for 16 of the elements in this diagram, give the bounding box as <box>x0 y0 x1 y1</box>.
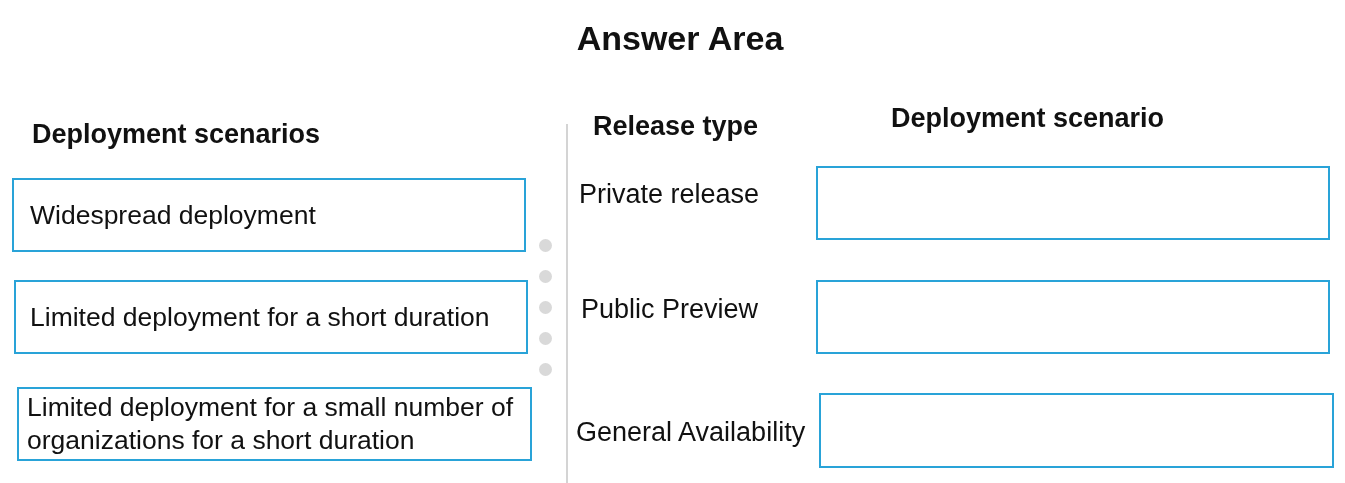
release-type-label: Private release <box>579 177 760 211</box>
release-type-label: Public Preview <box>581 292 759 326</box>
title: Answer Area <box>575 18 785 58</box>
column-heading: Deployment scenario <box>891 101 1165 135</box>
column-heading: Deployment scenarios <box>32 117 321 151</box>
answer-box <box>816 280 1330 354</box>
option-text: Widespread deployment <box>30 198 316 232</box>
column-heading: Release type <box>593 109 759 143</box>
option-text: Limited deployment for a short duration <box>30 300 490 334</box>
option-card <box>12 178 526 252</box>
option-card <box>17 387 532 461</box>
option-card <box>14 280 528 354</box>
option-text: Limited deployment for a small number of organizations for a short duration <box>27 391 515 457</box>
release-type-label: General Availability <box>576 415 806 449</box>
answer-box <box>819 393 1334 468</box>
answer-box <box>816 166 1330 240</box>
